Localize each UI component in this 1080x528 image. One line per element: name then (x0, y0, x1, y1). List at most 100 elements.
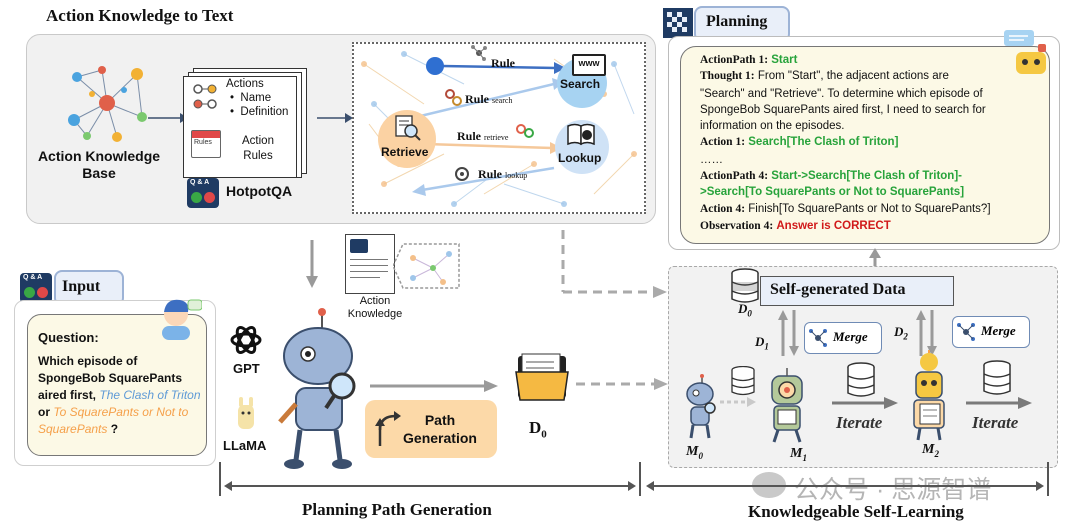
watermark-text: 公众号 · 思源智谱 (794, 476, 992, 504)
planning-line: "Search" and "Retrieve". To determine wh… (700, 88, 983, 100)
knowledge-network-icon (68, 66, 147, 142)
input-header-icon: Q & A (20, 273, 52, 303)
merge-label-2: Merge (981, 323, 1016, 338)
database-icon-1 (731, 366, 755, 396)
d2-exchange-arrows (916, 310, 937, 356)
merge-network-icon-2 (957, 323, 975, 341)
knowledgeable-self-learning-label: Knowledgeable Self-Learning (748, 502, 964, 521)
planning-line: information on the episodes. (700, 120, 845, 132)
arrow-docs-to-graph (317, 113, 353, 123)
hotpotqa-label: HotpotQA (226, 183, 293, 199)
database-icon-3 (983, 360, 1011, 395)
actions-item-definition: • Definition (230, 106, 289, 118)
user-avatar-icon (162, 299, 202, 340)
planning-line: Thought 1: From "Start", the adjacent ac… (700, 70, 949, 82)
d1-label: D1 (755, 334, 769, 352)
qa-icon: Q & A (187, 178, 219, 208)
planning-card (680, 46, 1050, 244)
top-section-title: Action Knowledge to Text (46, 6, 234, 25)
merge-box-1: Merge (804, 322, 882, 354)
start-node (426, 57, 444, 75)
planning-line: …… (700, 154, 723, 166)
input-title: Input (62, 278, 101, 295)
arrow-up-to-planning (869, 248, 881, 268)
gear-network-icon (471, 45, 487, 61)
d0-label: D0 (529, 418, 547, 441)
planning-path-generation-label: Planning Path Generation (302, 500, 492, 519)
planning-grid-icon (663, 8, 693, 38)
lookup-node-label: Lookup (558, 151, 602, 165)
database-icon-2 (847, 362, 875, 397)
question-text: Which episode of SpongeBob SquarePants a… (38, 354, 201, 436)
robot-agent-icon (278, 308, 356, 469)
arrow-d0-to-self-learning (576, 378, 668, 390)
robot-m0-icon (686, 374, 716, 439)
document-search-icon (395, 115, 421, 141)
d1-exchange-arrows (778, 310, 799, 356)
actions-item-name: • Name (230, 92, 272, 104)
path-generation-label: Path Generation (403, 412, 477, 446)
database-icon-top (731, 268, 759, 303)
planning-line: ActionPath 4: Start->Search[The Clash of… (700, 170, 962, 182)
arrow-agent-to-d0 (370, 380, 498, 392)
self-generated-data-box (760, 276, 954, 306)
action-list-icon (193, 84, 217, 109)
planning-title: Planning (706, 13, 768, 30)
rule-lookup-label: Rule lookup (478, 167, 528, 181)
book-search-icon (567, 123, 595, 146)
gpt-label: GPT (233, 361, 260, 376)
search-node-label: Search (560, 77, 601, 91)
question-label: Question: (38, 330, 99, 345)
llama-icon (238, 397, 254, 429)
arrow-down-to-agent (306, 240, 318, 288)
planning-line: Action 4: Finish[To SquarePants or Not t… (700, 203, 991, 215)
merge-label-1: Merge (833, 329, 868, 344)
path-generation-box (365, 400, 497, 458)
openai-logo-icon (230, 326, 262, 354)
d0-self-label: D0 (738, 301, 752, 319)
document-stack (183, 68, 309, 178)
action-knowledge-doc (345, 234, 395, 294)
arrow-m0-to-data (720, 397, 756, 407)
rules-card-icon: Rules (191, 130, 221, 158)
knowledge-base-label: Action Knowledge Base (37, 148, 161, 181)
actions-title: Actions (226, 78, 264, 90)
chatbot-icon (1004, 30, 1046, 74)
planning-line: Action 1: Search[The Clash of Triton] (700, 136, 899, 148)
retrieve-node-label: Retrieve (381, 145, 429, 159)
robot-m1-icon (771, 368, 803, 443)
planning-line: Observation 4: Answer is CORRECT (700, 220, 891, 232)
m1-label: M1 (790, 446, 807, 463)
arrow-kb-to-docs (148, 113, 188, 123)
iterate-arrow-1 (832, 397, 898, 409)
arrow-top-to-self-generated (561, 230, 667, 298)
gears-icon-2 (516, 124, 534, 138)
self-generated-data-label: Self-generated Data (770, 281, 906, 298)
merge-network-icon (809, 329, 827, 347)
action-knowledge-label: Action Knowledge (347, 295, 403, 320)
rule-label: Rule (491, 56, 515, 70)
rule-search-label: Rule search (465, 92, 513, 106)
planning-line: >Search[To SquarePants or Not to SquareP… (700, 186, 965, 198)
iterate-arrow-2 (966, 397, 1032, 409)
llama-label: LLaMA (223, 438, 267, 453)
branch-path-icon (375, 411, 401, 446)
gears-icon (445, 89, 462, 106)
m2-label: M2 (922, 442, 939, 459)
planning-line: ActionPath 1: Start (700, 54, 798, 66)
d2-label: D2 (894, 324, 908, 342)
iterate-label-1: Iterate (836, 413, 883, 432)
bottom-span-bars (219, 462, 1049, 496)
www-icon: www (572, 54, 606, 76)
planning-line: SpongeBob SquarePants aired first, I nee… (700, 104, 986, 116)
iterate-label-2: Iterate (972, 413, 1019, 432)
action-graph (361, 51, 637, 207)
m0-label: M0 (686, 444, 703, 461)
mini-graph-icon (393, 243, 460, 289)
rule-retrieve-label: Rule retrieve (457, 129, 509, 143)
merge-box-2: Merge (952, 316, 1030, 348)
robot-m2-icon (913, 350, 945, 441)
folder-icon (515, 353, 569, 401)
action-rules-label: Action Rules (242, 135, 274, 162)
gear-network-icon-2 (455, 167, 469, 181)
